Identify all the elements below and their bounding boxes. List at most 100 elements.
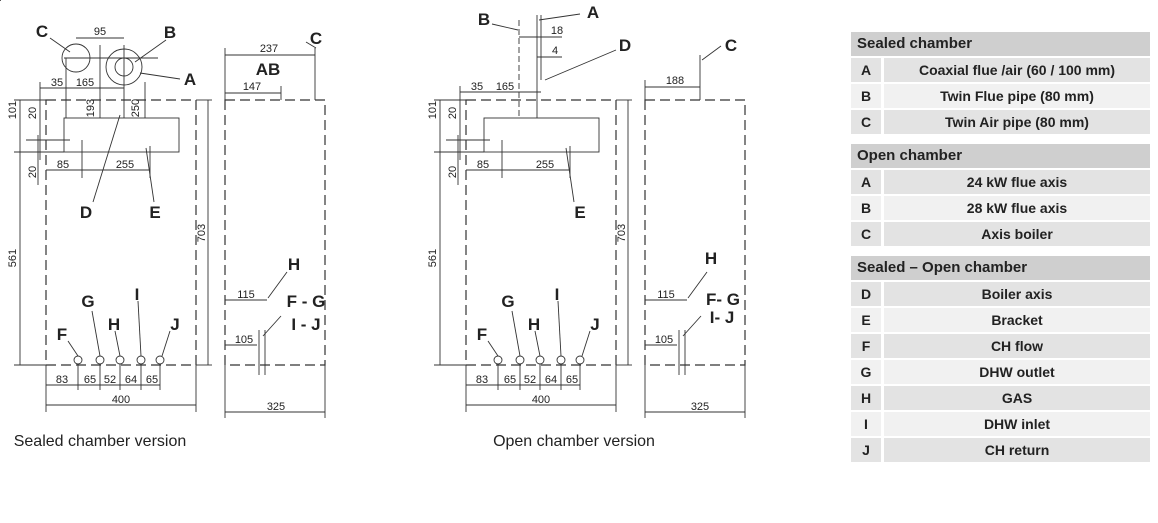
dim-83: 83: [56, 374, 68, 386]
dim-325: 325: [267, 401, 285, 413]
legend-key: F: [851, 334, 881, 358]
legend-text: Bracket: [884, 308, 1150, 332]
dim-325: 325: [691, 401, 709, 413]
dimension-drawing: 95 35 165 193 250 101 20 20 85 255 561 7…: [0, 0, 746, 450]
label-C-side: C: [725, 36, 737, 55]
dim-85: 85: [57, 159, 69, 171]
dim-237: 237: [260, 43, 278, 55]
dim-147: 147: [243, 81, 261, 93]
caption-open: Open chamber version: [493, 433, 655, 450]
open-side-view: 188 115 105 325 C H F- G I- J: [644, 36, 746, 418]
legend-key: B: [851, 196, 881, 220]
dim-65-a: 65: [504, 374, 516, 386]
label-A: A: [184, 70, 196, 89]
legend-text: DHW outlet: [884, 360, 1150, 384]
label-F-G: F - G: [287, 292, 326, 311]
legend-section-title: Sealed – Open chamber: [851, 256, 1150, 280]
dim-35: 35: [51, 77, 63, 89]
dim-255: 255: [536, 159, 554, 171]
dim-4: 4: [552, 45, 558, 57]
label-H-side: H: [288, 255, 300, 274]
label-G: G: [501, 292, 514, 311]
dim-20-top: 20: [27, 107, 39, 119]
label-AB: AB: [256, 60, 281, 79]
label-I: I: [555, 285, 560, 304]
label-D: D: [619, 36, 631, 55]
label-F: F: [477, 325, 487, 344]
label-B: B: [164, 23, 176, 42]
legend-key: A: [851, 170, 881, 194]
legend-section-title: Open chamber: [851, 144, 1150, 168]
label-E: E: [574, 203, 585, 222]
label-J: J: [170, 315, 179, 334]
legend-key: J: [851, 438, 881, 462]
label-I-J: I- J: [710, 308, 735, 327]
dim-64: 64: [125, 374, 137, 386]
legend-text: Boiler axis: [884, 282, 1150, 306]
legend-text: CH return: [884, 438, 1150, 462]
dim-188: 188: [666, 75, 684, 87]
label-G: G: [81, 292, 94, 311]
dim-115: 115: [657, 289, 675, 301]
dim-52: 52: [104, 374, 116, 386]
dim-85: 85: [477, 159, 489, 171]
dim-105: 105: [235, 334, 253, 346]
legend-key: E: [851, 308, 881, 332]
label-C: C: [36, 22, 48, 41]
dim-83: 83: [476, 374, 488, 386]
dim-561: 561: [7, 249, 19, 267]
label-F-G: F- G: [706, 290, 740, 309]
dim-65-b: 65: [566, 374, 578, 386]
legend-text: Twin Air pipe (80 mm): [884, 110, 1150, 134]
dim-20-bracket: 20: [447, 166, 459, 178]
label-D: D: [80, 203, 92, 222]
legend-key: C: [851, 222, 881, 246]
dim-250: 250: [130, 99, 142, 117]
label-E: E: [149, 203, 160, 222]
dim-255: 255: [116, 159, 134, 171]
legend-key: H: [851, 386, 881, 410]
label-A: A: [587, 3, 599, 22]
dim-65-a: 65: [84, 374, 96, 386]
sealed-side-view: 237 147 115 105 325 C AB H F - G I - J: [224, 29, 326, 418]
legend-key: I: [851, 412, 881, 436]
legend-text: CH flow: [884, 334, 1150, 358]
label-H-side: H: [705, 249, 717, 268]
dim-64: 64: [545, 374, 557, 386]
open-front-view: 18 4 35 165 101 20 20 85 255 561 703 83 …: [427, 3, 632, 412]
label-J: J: [590, 315, 599, 334]
label-I: I: [135, 285, 140, 304]
legend-text: Twin Flue pipe (80 mm): [884, 84, 1150, 108]
legend-text: 24 kW flue axis: [884, 170, 1150, 194]
label-H: H: [108, 315, 120, 334]
dim-65-b: 65: [146, 374, 158, 386]
dim-193: 193: [85, 99, 97, 117]
label-C-side: C: [310, 29, 322, 48]
dim-35: 35: [471, 81, 483, 93]
dim-400: 400: [112, 394, 130, 406]
legend-text: DHW inlet: [884, 412, 1150, 436]
dim-561: 561: [427, 249, 439, 267]
dim-105: 105: [655, 334, 673, 346]
dim-115: 115: [237, 289, 255, 301]
legend-key: C: [851, 110, 881, 134]
legend-text: GAS: [884, 386, 1150, 410]
dim-95: 95: [94, 26, 106, 38]
dim-18: 18: [551, 25, 563, 37]
dim-165: 165: [496, 81, 514, 93]
legend-text: Axis boiler: [884, 222, 1150, 246]
dim-165: 165: [76, 77, 94, 89]
legend-section-title: Sealed chamber: [851, 32, 1150, 56]
label-F: F: [57, 325, 67, 344]
